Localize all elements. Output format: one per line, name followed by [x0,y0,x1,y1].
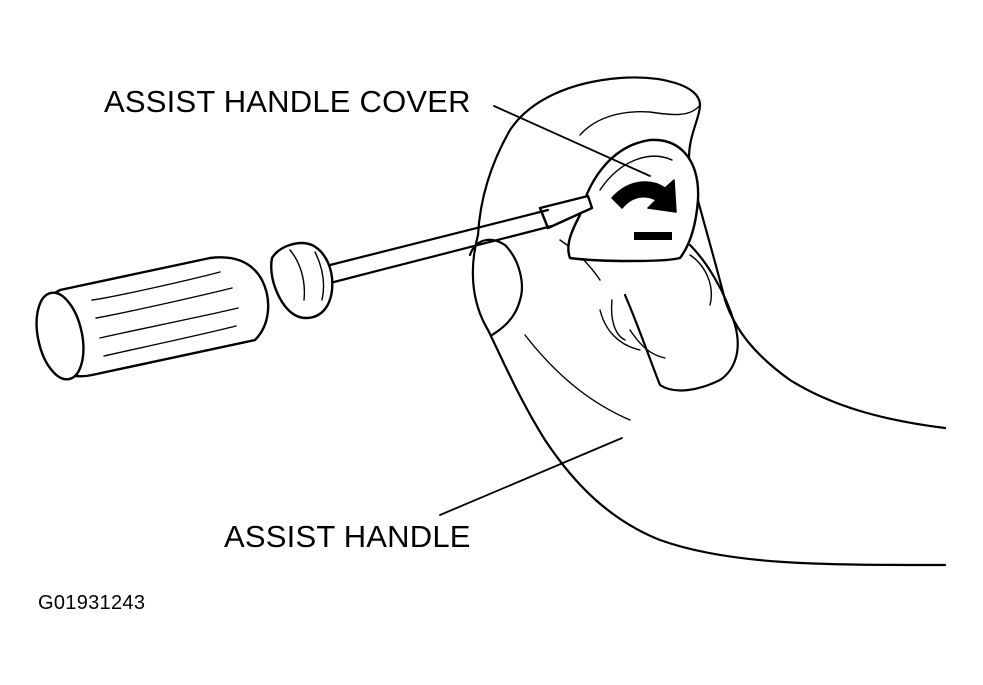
assist-handle-cover-label: ASSIST HANDLE COVER [104,84,471,119]
assist-handle-drawing [468,76,947,567]
assist-handle-cover-drawing [567,138,700,263]
figure-id-label: G01931243 [38,592,146,614]
handle-leader-line [439,437,623,516]
assist-handle-label: ASSIST HANDLE [224,519,471,554]
cover-leader-line [493,105,651,177]
screwdriver-drawing [35,194,594,381]
